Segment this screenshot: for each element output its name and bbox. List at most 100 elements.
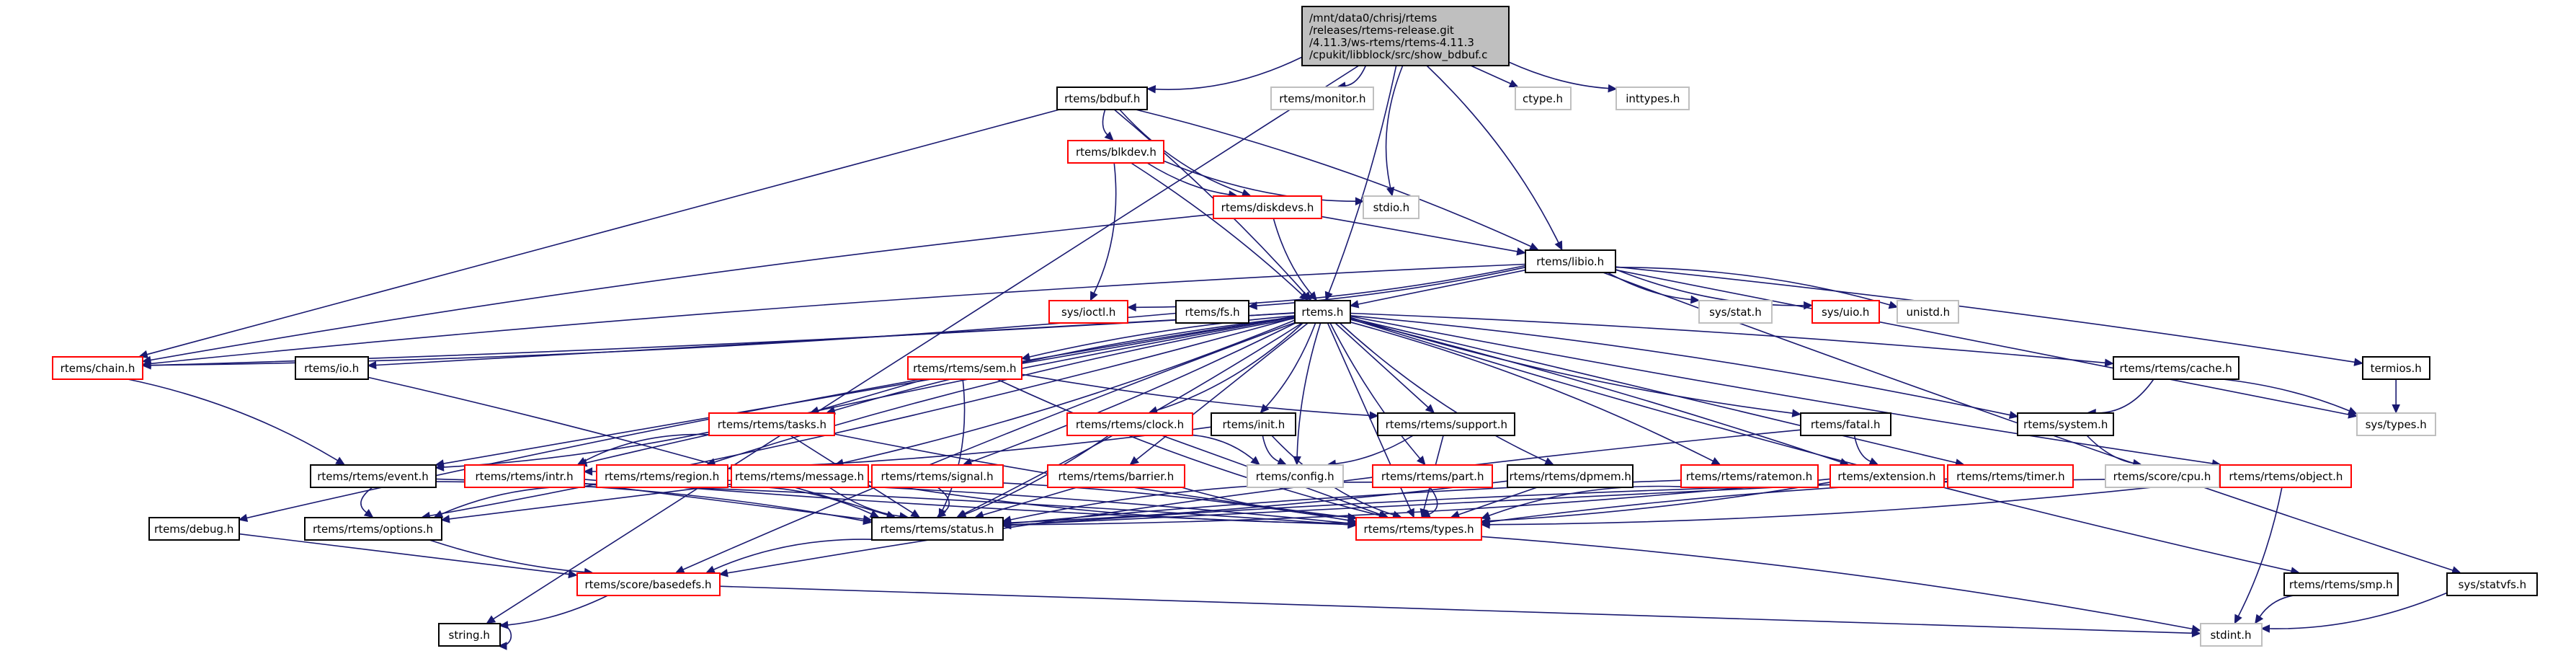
node-label: rtems/rtems/types.h	[1364, 523, 1474, 536]
node-rtypes[interactable]: rtems/rtems/types.h	[1355, 517, 1482, 541]
node-ioctl[interactable]: sys/ioctl.h	[1048, 300, 1128, 324]
edge-line	[1350, 316, 1793, 414]
edge-line	[1350, 318, 2292, 572]
node-box	[1507, 464, 1634, 488]
node-label: rtems/rtems/options.h	[313, 523, 433, 536]
arrowhead	[1543, 457, 1554, 465]
edge-line	[971, 322, 1297, 463]
node-debug[interactable]: rtems/debug.h	[148, 517, 240, 541]
node-box	[1615, 87, 1690, 110]
node-box	[1355, 517, 1482, 541]
node-clock[interactable]: rtems/rtems/clock.h	[1066, 412, 1193, 436]
arrowhead	[1554, 240, 1563, 251]
node-label: rtems/rtems/sem.h	[913, 362, 1016, 375]
edge-sem-to-status	[938, 378, 966, 518]
node-support[interactable]: rtems/rtems/support.h	[1377, 412, 1515, 436]
edge-line	[1350, 315, 2213, 464]
node-cache[interactable]: rtems/rtems/cache.h	[2113, 356, 2239, 380]
edge-event-to-options	[360, 486, 374, 518]
node-bdbuf[interactable]: rtems/bdbuf.h	[1056, 87, 1148, 110]
node-region[interactable]: rtems/rtems/region.h	[596, 464, 728, 488]
node-sem[interactable]: rtems/rtems/sem.h	[907, 356, 1022, 380]
node-smp[interactable]: rtems/rtems/smp.h	[2283, 572, 2399, 596]
arrowhead	[1888, 301, 1899, 309]
node-label: rtems/rtems/event.h	[317, 470, 429, 483]
node-status[interactable]: rtems/rtems/status.h	[871, 517, 1004, 541]
node-signal[interactable]: rtems/rtems/signal.h	[871, 464, 1004, 488]
node-part[interactable]: rtems/rtems/part.h	[1372, 464, 1493, 488]
node-timer[interactable]: rtems/rtems/timer.h	[1947, 464, 2074, 488]
node-fatal[interactable]: rtems/fatal.h	[1800, 412, 1891, 436]
edge-line	[1426, 65, 1559, 243]
edge-main-to-ctype	[1470, 65, 1519, 87]
node-diskdevs[interactable]: rtems/diskdevs.h	[1213, 195, 1322, 219]
node-tasks[interactable]: rtems/rtems/tasks.h	[708, 412, 835, 436]
edge-basedefs-to-string	[499, 594, 609, 629]
node-object[interactable]: rtems/rtems/object.h	[2219, 464, 2352, 488]
edge-main-to-string	[486, 65, 1360, 624]
node-rtems[interactable]: rtems.h	[1294, 300, 1351, 324]
edge-line	[1296, 322, 1322, 457]
edge-line	[2095, 378, 2154, 414]
node-main[interactable]: /mnt/data0/chrisj/rtems/releases/rtems-r…	[1301, 6, 1510, 66]
edge-line	[1615, 268, 1804, 306]
edge-line	[2219, 378, 2350, 412]
node-ioh[interactable]: rtems/io.h	[295, 356, 369, 380]
node-cpu: rtems/score/cpu.h	[2105, 464, 2220, 488]
node-fs[interactable]: rtems/fs.h	[1175, 300, 1249, 324]
arrowhead	[2260, 624, 2270, 633]
node-event[interactable]: rtems/rtems/event.h	[310, 464, 437, 488]
arrowhead	[1711, 457, 1721, 466]
edge-intr-to-status	[584, 482, 873, 523]
node-label: rtems/libio.h	[1536, 255, 1604, 268]
node-box	[1698, 300, 1773, 324]
edge-line	[443, 431, 710, 468]
node-basedefs[interactable]: rtems/score/basedefs.h	[576, 572, 721, 596]
edge-line	[1615, 266, 1890, 306]
edge-libio-to-systypes	[1615, 269, 2358, 419]
arrowhead	[497, 642, 507, 650]
edge-line	[1328, 65, 1397, 293]
node-label: rtems/debug.h	[154, 523, 233, 536]
node-intr[interactable]: rtems/rtems/intr.h	[464, 464, 585, 488]
arrowhead	[1089, 291, 1098, 301]
node-box	[1515, 87, 1572, 110]
node-box	[1211, 412, 1296, 436]
node-stdio: stdio.h	[1363, 195, 1420, 219]
arrowhead	[1324, 291, 1333, 301]
node-termios[interactable]: termios.h	[2362, 356, 2430, 380]
node-extension[interactable]: rtems/extension.h	[1830, 464, 1945, 488]
arrowhead	[1349, 300, 1360, 309]
edge-line	[1321, 216, 1518, 252]
edge-rtems-to-sem	[1020, 315, 1295, 361]
node-blkdev[interactable]: rtems/blkdev.h	[1067, 140, 1164, 164]
node-uio[interactable]: sys/uio.h	[1811, 300, 1880, 324]
node-label: rtems/rtems/clock.h	[1076, 418, 1184, 431]
edge-libio-to-fs	[1247, 267, 1525, 310]
node-label: rtems/score/cpu.h	[2113, 470, 2211, 483]
arrowhead	[2234, 614, 2242, 624]
node-string[interactable]: string.h	[438, 623, 501, 647]
node-statvfs[interactable]: sys/statvfs.h	[2446, 572, 2538, 596]
edge-line	[965, 434, 1110, 515]
node-ratemon[interactable]: rtems/rtems/ratemon.h	[1680, 464, 1819, 488]
arrowhead	[1126, 303, 1136, 312]
node-libio[interactable]: rtems/libio.h	[1525, 249, 1616, 273]
edge-line	[360, 486, 373, 513]
node-chain[interactable]: rtems/chain.h	[52, 356, 143, 380]
node-message[interactable]: rtems/rtems/message.h	[731, 464, 869, 488]
node-unistd: unistd.h	[1897, 300, 1959, 324]
node-label: inttypes.h	[1626, 92, 1680, 105]
node-dpmem[interactable]: rtems/rtems/dpmem.h	[1507, 464, 1634, 488]
arrowhead	[440, 515, 450, 523]
node-system[interactable]: rtems/system.h	[2017, 412, 2114, 436]
arrowhead	[486, 615, 496, 624]
node-barrier[interactable]: rtems/rtems/barrier.h	[1047, 464, 1185, 488]
arrowhead	[1528, 242, 1539, 250]
edge-line	[1146, 161, 1229, 195]
edge-line	[1339, 322, 1547, 462]
edge-line	[1118, 108, 1244, 194]
node-init[interactable]: rtems/init.h	[1211, 412, 1296, 436]
node-label: rtems/score/basedefs.h	[585, 578, 712, 591]
node-options[interactable]: rtems/rtems/options.h	[304, 517, 442, 541]
